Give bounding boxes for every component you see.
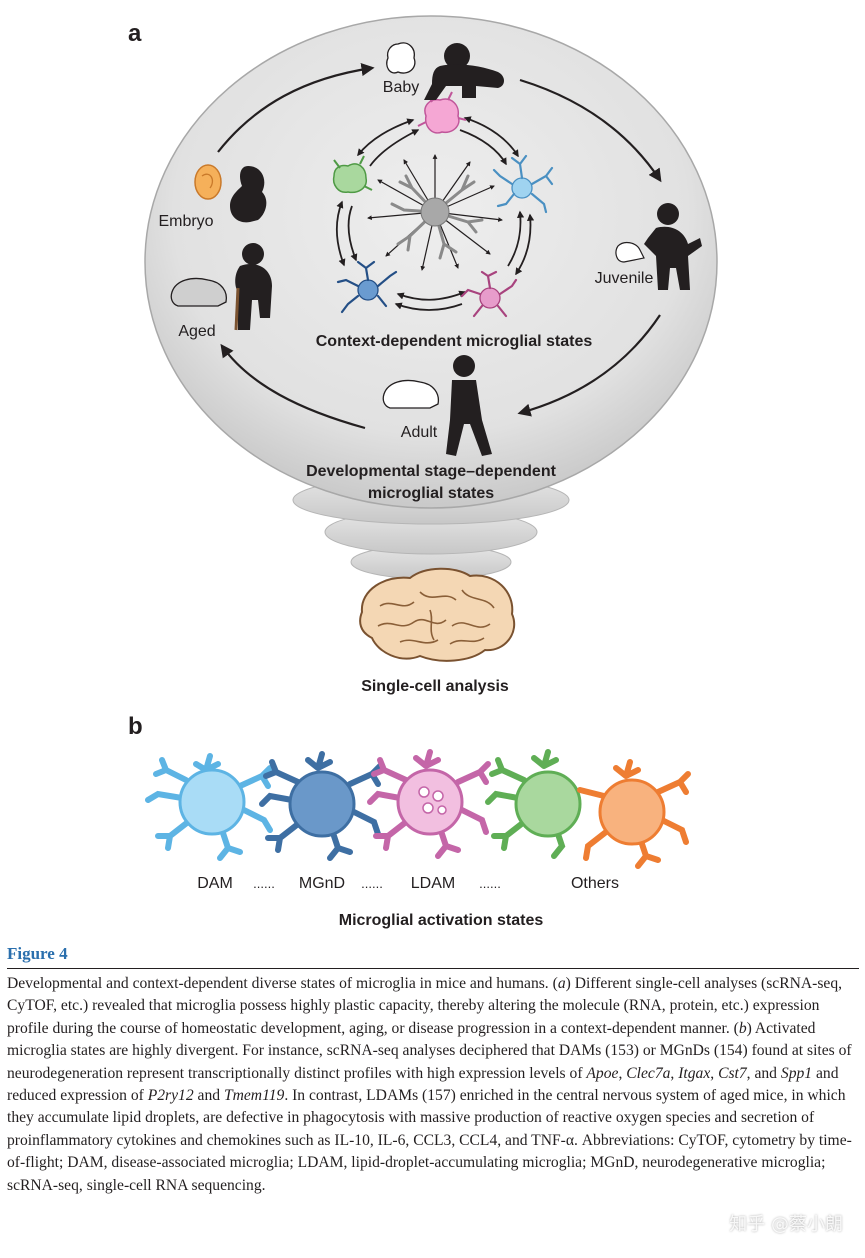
caption-run: Clec7a xyxy=(626,1064,671,1082)
stage-label-juvenile: Juvenile xyxy=(595,270,654,287)
aged-icon xyxy=(170,243,272,331)
figure-caption-block: Figure 4 Developmental and context-depen… xyxy=(7,944,859,1197)
separator-2: ...... xyxy=(361,876,383,891)
caption-run: and reduced expression of xyxy=(7,1064,839,1105)
adult-icon xyxy=(382,355,492,456)
caption-run: b xyxy=(738,1019,747,1037)
others-orange-microglia-icon xyxy=(577,759,691,869)
outer-title-line1: Developmental stage–dependent xyxy=(306,463,557,480)
developmental-oval xyxy=(144,15,718,509)
panel-label-b: b xyxy=(128,713,143,740)
stage-label-embryo: Embryo xyxy=(158,213,213,230)
caption-run: and xyxy=(193,1087,224,1105)
darkblue-microglia-icon xyxy=(336,260,398,314)
caption-run: . In contrast, LDAMs (157) enriched in t… xyxy=(7,1087,852,1194)
green-microglia-icon xyxy=(332,155,373,194)
inner-cycle-arrows xyxy=(336,116,535,311)
watermark: 知乎 @蔡小朗 xyxy=(729,1214,843,1235)
others-green-microglia-icon xyxy=(485,749,582,859)
cell-label-mgnd: MGnD xyxy=(299,875,345,892)
cell-label-others: Others xyxy=(571,875,619,892)
brain-icon xyxy=(359,567,516,662)
single-cell-analysis-label: Single-cell analysis xyxy=(361,678,509,695)
caption-run: , xyxy=(618,1064,627,1082)
central-microglia-icon xyxy=(367,154,503,271)
caption-run: , xyxy=(670,1064,679,1082)
ldam-microglia-icon xyxy=(367,749,491,859)
inner-title: Context-dependent microglial states xyxy=(316,333,593,350)
separator-1: ...... xyxy=(253,876,275,891)
caption-run: , xyxy=(710,1064,719,1082)
caption-run: P2ry12 xyxy=(147,1087,194,1105)
caption-run: Apoe xyxy=(586,1064,619,1082)
caption-run: Spp1 xyxy=(780,1064,813,1082)
panel-label-a: a xyxy=(128,20,142,47)
mgnd-microglia-icon xyxy=(259,751,383,861)
caption-rule xyxy=(7,968,859,969)
lightblue-microglia-icon xyxy=(492,154,554,214)
caption-run: a xyxy=(557,975,566,992)
baby-icon xyxy=(386,42,504,100)
magenta-microglia-icon xyxy=(460,270,518,318)
figure-label: Figure 4 xyxy=(7,944,68,963)
juvenile-icon xyxy=(615,203,702,290)
dam-microglia-icon xyxy=(145,753,273,861)
caption-run: ) Activated microglia states are highly … xyxy=(7,1019,852,1082)
stage-label-adult: Adult xyxy=(401,424,438,441)
embryo-icon xyxy=(194,164,267,223)
separator-3: ...... xyxy=(479,876,501,891)
figure-illustration: Baby Juvenile Adult Aged Embryo Context-… xyxy=(144,15,718,929)
panel-b-title: Microglial activation states xyxy=(339,912,544,929)
caption-run: , and xyxy=(746,1064,781,1082)
stage-label-aged: Aged xyxy=(178,323,215,340)
cell-label-dam: DAM xyxy=(197,875,233,892)
cell-label-ldam: LDAM xyxy=(411,875,455,892)
caption-run: Tmem119 xyxy=(223,1087,285,1105)
caption-run: ) Different single-cell analyses (scRNA-… xyxy=(7,975,843,1037)
stage-label-baby: Baby xyxy=(383,79,419,96)
caption-run: Developmental and context-dependent dive… xyxy=(7,975,558,992)
caption-run: Itgax xyxy=(678,1064,711,1082)
figure-caption: Developmental and context-dependent dive… xyxy=(7,973,859,1197)
outer-cycle-arrows xyxy=(217,63,662,430)
outer-title-line2: microglial states xyxy=(368,485,494,502)
caption-run: Cst7 xyxy=(718,1064,747,1082)
